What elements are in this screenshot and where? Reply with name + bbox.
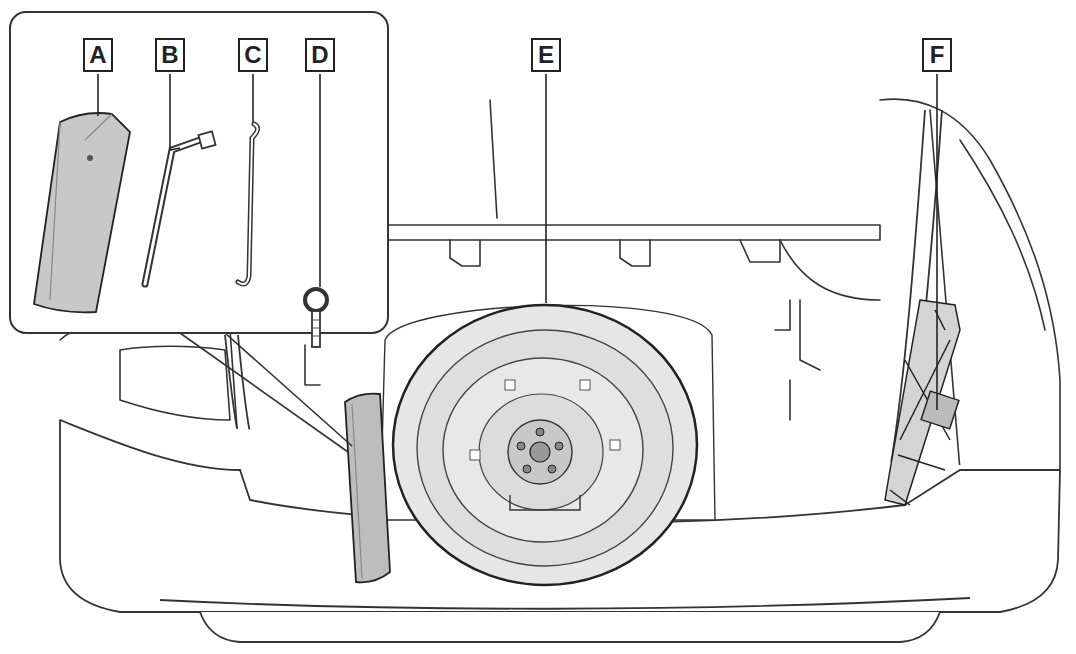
- jack-stowed: [885, 300, 960, 505]
- callout-letter: A: [89, 43, 106, 67]
- tool-bag-stowed: [345, 394, 390, 583]
- trunk-side-wall: [780, 240, 880, 420]
- spare-tire: [380, 305, 715, 585]
- shelf-brackets: [450, 240, 780, 266]
- callout-letter-box: B: [155, 38, 185, 72]
- inset-panel: [10, 12, 388, 452]
- callout-letter: C: [244, 43, 261, 67]
- right-panel-crease: [960, 140, 1045, 330]
- inset-tool-bag: [34, 113, 130, 312]
- callout-letter-box: E: [531, 38, 561, 72]
- rear-shelf: [375, 225, 880, 240]
- callout-letter-box: D: [305, 38, 335, 72]
- callout-letter: B: [161, 43, 178, 67]
- inset-wheel-nut-wrench: [145, 131, 216, 284]
- callout-letter-box: C: [238, 38, 268, 72]
- callout-letter: D: [311, 43, 328, 67]
- callout-letter: E: [538, 43, 554, 67]
- callout-letter-box: F: [922, 38, 952, 72]
- interior-line: [490, 100, 497, 218]
- inset-towing-eyelet: [305, 289, 327, 347]
- callout-letter-box: A: [83, 38, 113, 72]
- leader-lines: [98, 74, 937, 410]
- inset-jack-handle: [238, 124, 258, 284]
- callout-letter: F: [930, 43, 945, 67]
